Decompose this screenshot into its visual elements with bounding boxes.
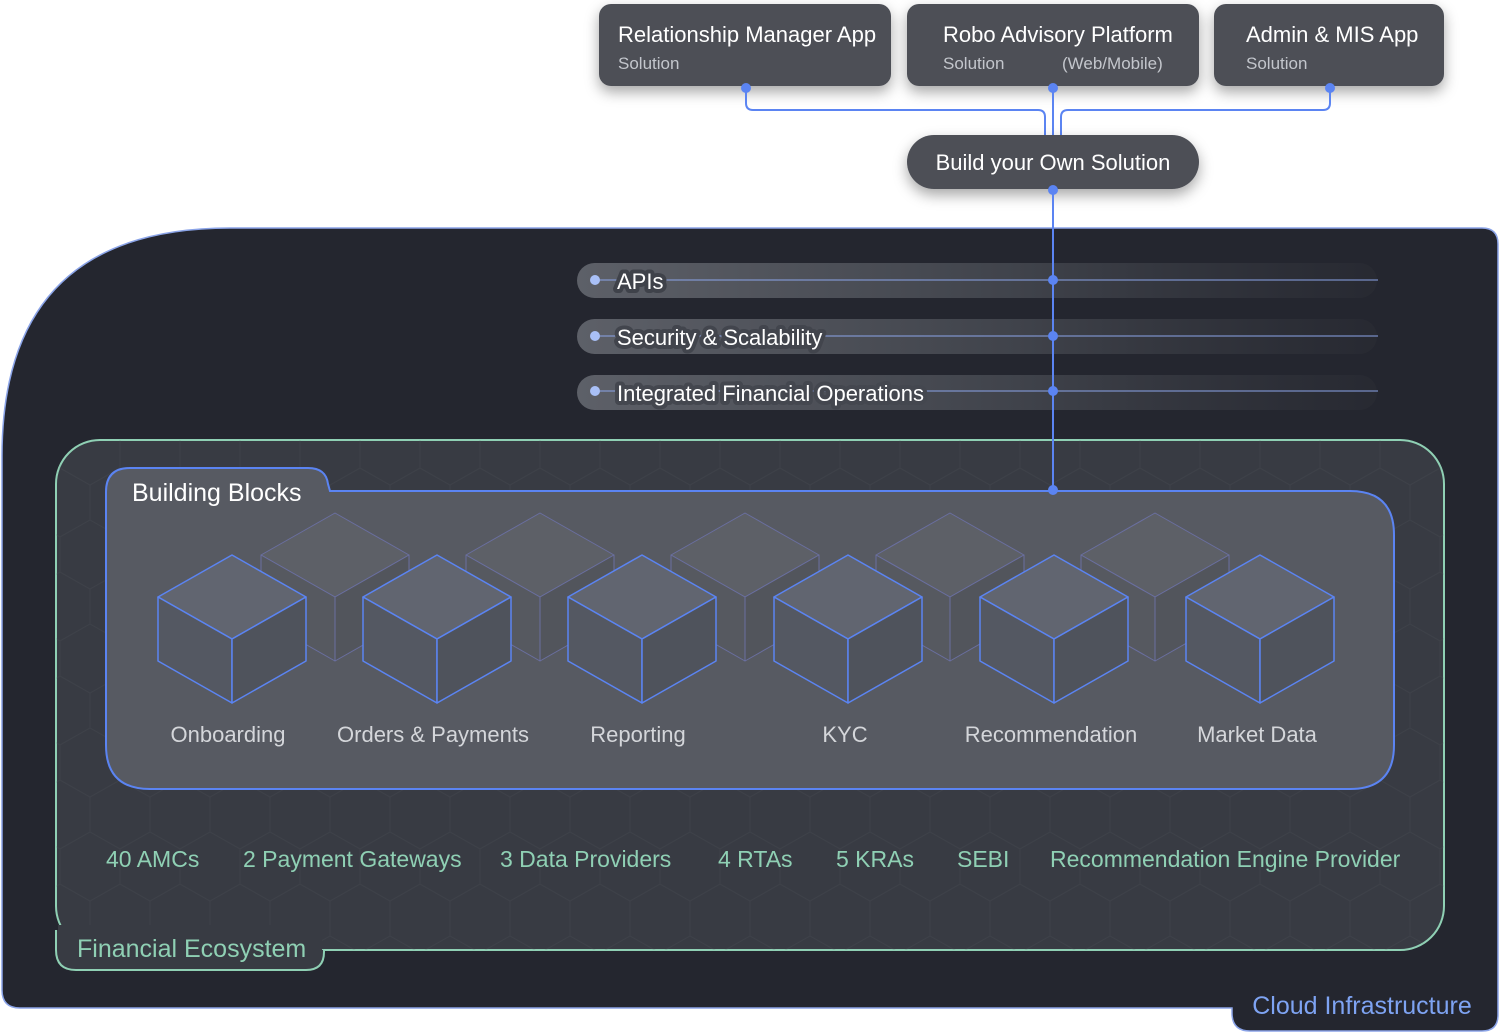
solution-title: Admin & MIS App	[1246, 22, 1418, 47]
building-block-label: KYC	[822, 722, 867, 747]
ecosystem-item: SEBI	[957, 846, 1009, 872]
main-connector	[1048, 185, 1058, 495]
solution-connectors	[745, 88, 1331, 135]
solution-card-admin[interactable]	[1214, 4, 1444, 86]
building-block-label: Orders & Payments	[337, 722, 529, 747]
ecosystem-item: 5 KRAs	[836, 846, 914, 872]
ecosystem-title: Financial Ecosystem	[77, 935, 306, 963]
cube-face	[436, 596, 512, 704]
ecosystem-item: 4 RTAs	[718, 846, 793, 872]
connector-dots	[741, 83, 1335, 93]
cube-face	[641, 596, 717, 704]
solution-title: Relationship Manager App	[618, 22, 876, 47]
layer-label: Security & Scalability	[617, 325, 822, 350]
building-blocks-title: Building Blocks	[132, 479, 302, 507]
building-block-label: Market Data	[1197, 722, 1318, 747]
solution-card-rm[interactable]	[599, 4, 891, 86]
solution-extra: (Web/Mobile)	[1062, 54, 1163, 73]
layer-bar-security	[577, 319, 1378, 354]
solution-subtitle: Solution	[943, 54, 1004, 73]
building-block-label: Onboarding	[171, 722, 286, 747]
ecosystem-item: Recommendation Engine Provider	[1050, 846, 1401, 872]
ecosystem-item: 40 AMCs	[106, 846, 199, 872]
building-block-label: Reporting	[590, 722, 685, 747]
cloud-title: Cloud Infrastructure	[1252, 992, 1472, 1020]
layer-label: Integrated Financial Operations	[617, 381, 924, 406]
cube-face	[1259, 596, 1335, 704]
build-own-solution-label: Build your Own Solution	[936, 150, 1171, 175]
ecosystem-item: 3 Data Providers	[500, 846, 671, 872]
building-block-cube	[773, 554, 923, 704]
solution-subtitle: Solution	[1246, 54, 1307, 73]
building-block-label: Recommendation	[965, 722, 1137, 747]
solution-title: Robo Advisory Platform	[943, 22, 1173, 47]
solution-card-robo[interactable]	[907, 4, 1199, 86]
solution-subtitle: Solution	[618, 54, 679, 73]
cube-face	[231, 596, 307, 704]
layer-label: APIs	[617, 269, 663, 294]
building-block-labels: Onboarding Orders & Payments Reporting K…	[171, 722, 1318, 747]
ecosystem-items: 40 AMCs 2 Payment Gateways 3 Data Provid…	[106, 846, 1401, 872]
layer-bar-integrated	[577, 375, 1378, 410]
layer-bar-apis	[577, 263, 1378, 298]
building-block-cubes	[157, 554, 1335, 704]
cube-face	[1053, 596, 1129, 704]
building-block-cube	[979, 554, 1129, 704]
building-block-cube	[1185, 554, 1335, 704]
build-own-solution-button[interactable]	[907, 135, 1199, 189]
building-block-cube	[567, 554, 717, 704]
building-block-cube	[157, 554, 307, 704]
building-block-cube	[362, 554, 512, 704]
ecosystem-item: 2 Payment Gateways	[243, 846, 462, 872]
cube-face	[847, 596, 923, 704]
